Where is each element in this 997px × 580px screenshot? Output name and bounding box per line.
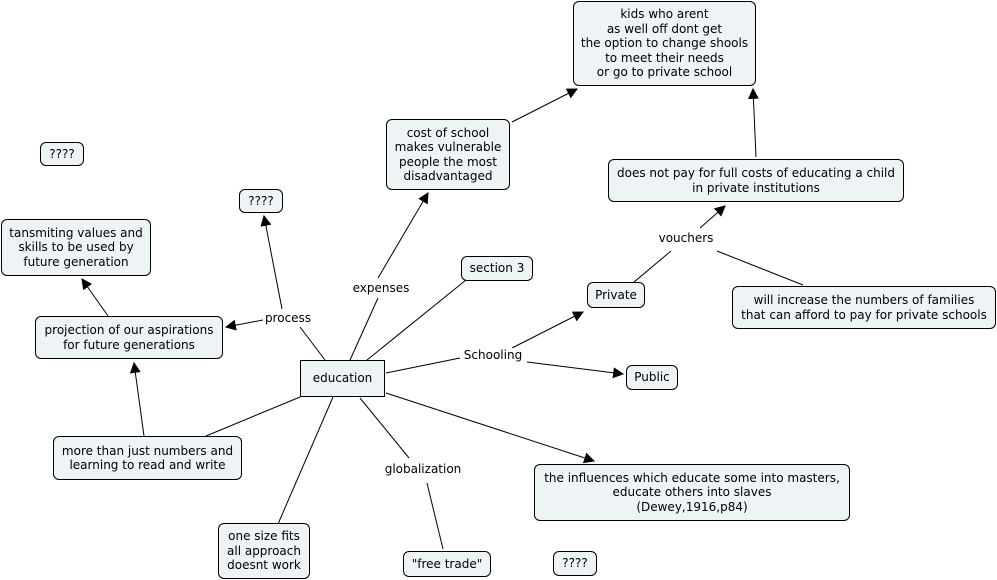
node-influences[interactable]: the influences which educate some into m… (534, 464, 850, 521)
line-more-than-projection (129, 361, 145, 437)
link-label-expenses: expenses (350, 281, 412, 295)
link-label-globalization: globalization (382, 462, 464, 476)
line-education-process (299, 326, 326, 361)
line-education-influences (385, 392, 596, 464)
line-process-projection (224, 319, 264, 331)
line-private-vouchers (633, 250, 672, 283)
node-will-increase[interactable]: will increase the numbers of families th… (732, 286, 996, 329)
node-one-size-fits[interactable]: one size fits all approach doesnt work (218, 523, 310, 579)
node-public[interactable]: Public (626, 365, 678, 390)
link-label-process: process (262, 311, 314, 325)
line-education-section3 (366, 279, 467, 361)
node-transmitting-values[interactable]: tansmiting values and skills to be used … (1, 219, 151, 276)
node-question-2[interactable]: ???? (239, 189, 283, 213)
line-vouchers-does-not-pay (699, 205, 726, 229)
line-education-one-size (277, 396, 334, 525)
node-more-than-numbers[interactable]: more than just numbers and learning to r… (53, 436, 242, 480)
node-projection[interactable]: projection of our aspirations for future… (35, 316, 223, 359)
node-free-trade[interactable]: "free trade" (403, 551, 491, 577)
line-process-q2 (260, 214, 283, 310)
line-schooling-private (511, 311, 584, 349)
node-education[interactable]: education (300, 360, 385, 397)
node-question-3[interactable]: ???? (553, 551, 597, 576)
node-cost-of-school[interactable]: cost of school makes vulnerable people t… (386, 119, 510, 190)
line-globalization-free-trade (426, 482, 444, 550)
line-schooling-public (526, 361, 625, 379)
line-vouchers-increase (716, 250, 804, 286)
line-projection-transmit (81, 278, 109, 317)
line-education-schooling (385, 357, 461, 374)
line-education-globalization (359, 397, 410, 459)
line-expenses-cost (377, 192, 429, 279)
node-section-3[interactable]: section 3 (461, 256, 533, 281)
line-does-not-pay-kids (747, 87, 759, 158)
line-education-more-than (205, 396, 301, 437)
node-does-not-pay[interactable]: does not pay for full costs of educating… (608, 159, 904, 202)
line-cost-kids (511, 88, 578, 123)
node-kids[interactable]: kids who arent as well off dont get the … (573, 1, 756, 86)
link-label-vouchers: vouchers (656, 231, 716, 245)
node-private[interactable]: Private (587, 282, 645, 308)
line-education-expenses (349, 297, 379, 361)
link-label-schooling: Schooling (461, 348, 525, 362)
node-question-1[interactable]: ???? (40, 142, 84, 166)
